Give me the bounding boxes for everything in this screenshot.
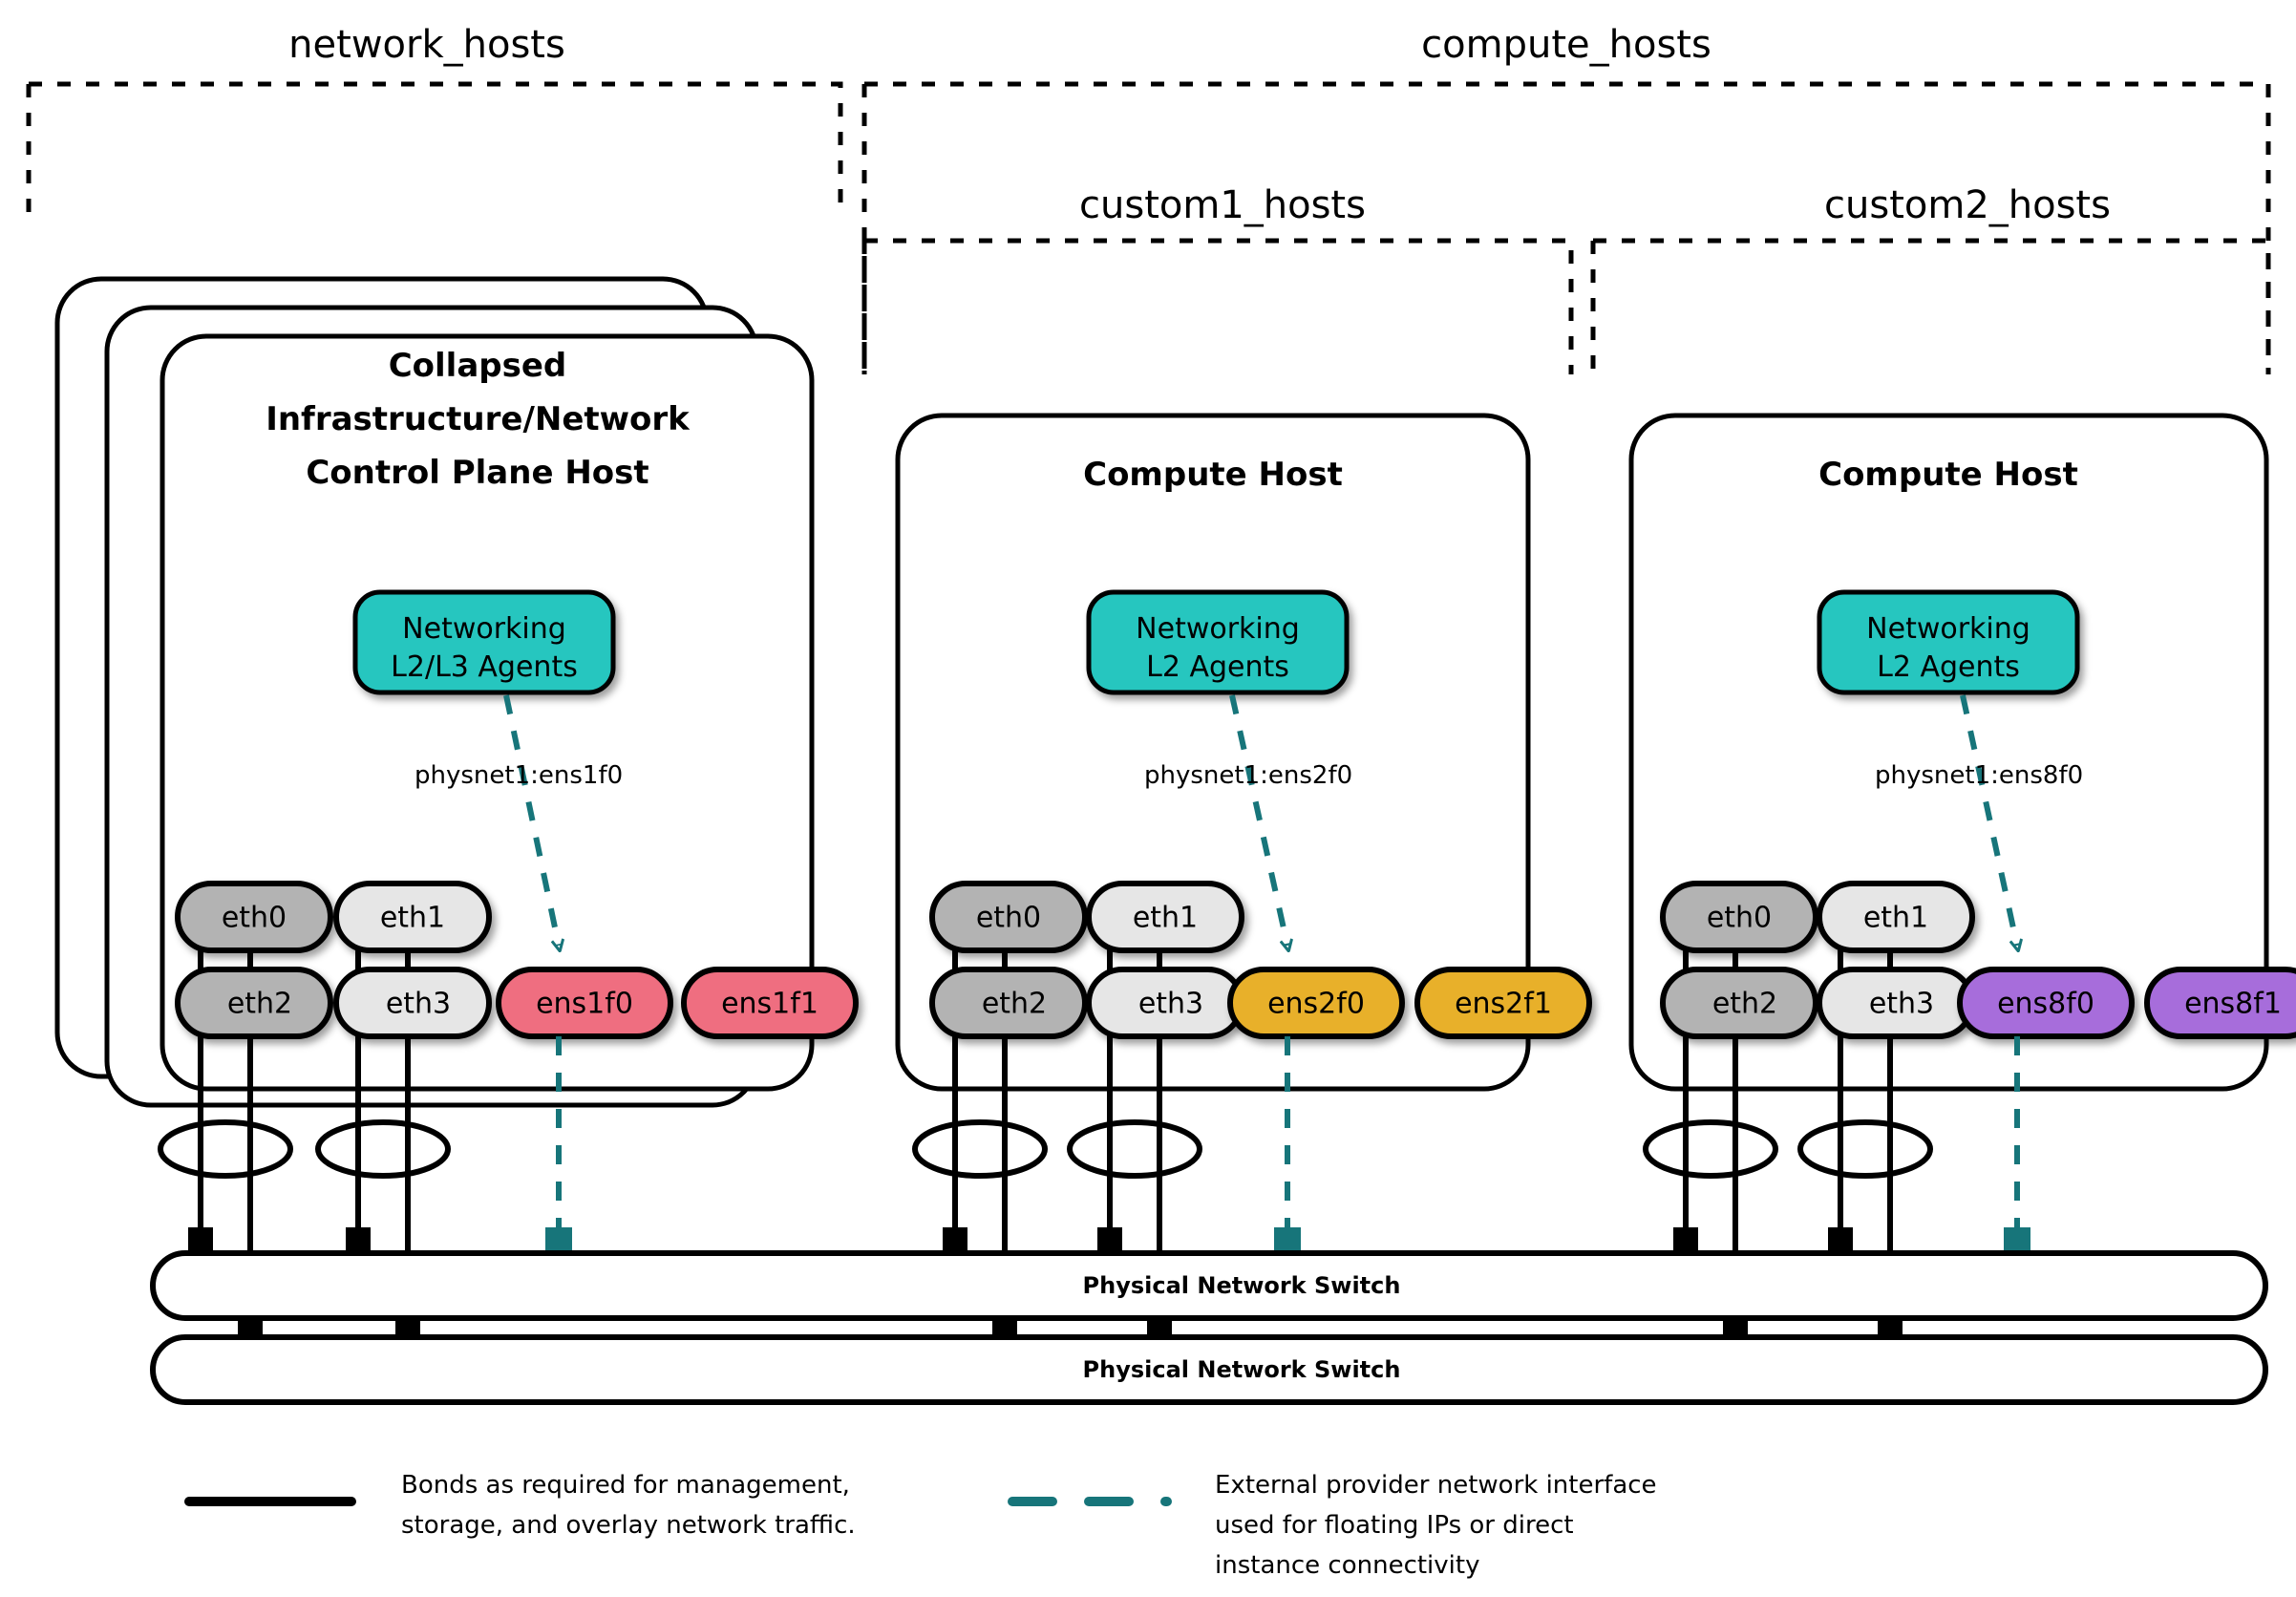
agents-label-line-2: L2 Agents: [1146, 650, 1289, 684]
legend-bond-line-2: storage, and overlay network traffic.: [401, 1511, 856, 1540]
custom1-hosts-label: custom1_hosts: [1079, 183, 1366, 227]
host-collapsed-control-plane: Collapsed Infrastructure/Network Control…: [54, 276, 859, 1343]
agents-label-line-1: Networking: [1866, 612, 2030, 646]
nic-ens2f0[interactable]: [1227, 967, 1405, 1039]
networking-agents-box: [1086, 589, 1350, 695]
nic-row-top: eth0 eth1: [929, 881, 1244, 953]
host-compute-host-1: Compute Host Networking L2 Agents physne…: [895, 413, 1592, 1343]
nic-ens2f1-label: ens2f1: [1455, 988, 1552, 1021]
custom2-hosts-label: custom2_hosts: [1824, 183, 2111, 227]
nic-ens1f0[interactable]: [496, 967, 673, 1039]
nic-eth0-label: eth0: [976, 902, 1041, 935]
nic-ens1f0-label: ens1f0: [536, 988, 633, 1021]
agents-label-line-2: L2/L3 Agents: [391, 650, 578, 684]
host-title-line-3: Control Plane Host: [306, 454, 648, 492]
switch-bottom: Physical Network Switch: [150, 1334, 2268, 1405]
provider-link-agent-to-nic: [1960, 694, 2017, 946]
custom1-hosts-boundary: [861, 238, 1574, 374]
nic-eth2[interactable]: [175, 967, 333, 1039]
legend-provider-line-1: External provider network interface: [1215, 1471, 1657, 1500]
nic-eth2-label: eth2: [982, 988, 1047, 1021]
group-network-hosts: network_hosts: [26, 23, 843, 218]
physnet-label: physnet1:ens1f0: [415, 761, 623, 790]
host-title-line-1: Compute Host: [1083, 456, 1343, 494]
host-title-line-1: Collapsed: [389, 347, 567, 385]
nic-eth2[interactable]: [929, 967, 1088, 1039]
nic-row-bottom: eth2 eth3 ens1f0 ens1f1: [175, 967, 859, 1039]
nic-eth0[interactable]: [1660, 881, 1818, 953]
compute-hosts-boundary: [861, 81, 2271, 374]
nic-eth1[interactable]: [1817, 881, 1975, 953]
custom2-hosts-boundary: [1590, 238, 2271, 374]
nic-ens8f0-label: ens8f0: [1997, 988, 2094, 1021]
legend-bond-line-1: Bonds as required for management,: [401, 1471, 850, 1500]
nic-row-bottom: eth2 eth3 ens2f0 ens2f1: [929, 967, 1592, 1039]
switch-top-bar: [150, 1250, 2268, 1321]
physnet-label: physnet1:ens8f0: [1875, 761, 2083, 790]
nic-eth2-label: eth2: [1712, 988, 1777, 1021]
nic-eth0[interactable]: [929, 881, 1088, 953]
legend-provider-line-2: used for floating IPs or direct: [1215, 1511, 1574, 1540]
nic-eth3-label: eth3: [1869, 988, 1934, 1021]
network-hosts-label: network_hosts: [288, 23, 565, 67]
bond-ellipse-2: [1067, 1119, 1202, 1179]
nic-eth3[interactable]: [333, 967, 492, 1039]
switch-top: Physical Network Switch: [150, 1250, 2268, 1321]
nic-eth0-label: eth0: [222, 902, 287, 935]
nic-eth1-label: eth1: [380, 902, 445, 935]
bond-ellipse-2: [315, 1119, 451, 1179]
nic-eth2-label: eth2: [227, 988, 292, 1021]
legend-item-bond: Bonds as required for management, storag…: [184, 1471, 856, 1540]
group-custom2-hosts: custom2_hosts: [1590, 183, 2271, 374]
host-title-line-1: Compute Host: [1818, 456, 2078, 494]
nic-ens8f0[interactable]: [1957, 967, 2135, 1039]
legend: Bonds as required for management, storag…: [184, 1471, 1657, 1580]
nic-eth1[interactable]: [333, 881, 492, 953]
provider-link-agent-to-nic: [503, 694, 559, 946]
nic-ens1f1-label: ens1f1: [721, 988, 818, 1021]
physnet-label: physnet1:ens2f0: [1144, 761, 1352, 790]
nic-ens2f0-label: ens2f0: [1267, 988, 1365, 1021]
agents-label-line-1: Networking: [402, 612, 566, 646]
nic-eth0[interactable]: [175, 881, 333, 953]
agents-label-line-2: L2 Agents: [1877, 650, 2020, 684]
nic-eth2[interactable]: [1660, 967, 1818, 1039]
bond-ellipse-1: [1643, 1119, 1778, 1179]
switch-bottom-label: Physical Network Switch: [1083, 1356, 1401, 1383]
nic-ens8f1-label: ens8f1: [2184, 988, 2282, 1021]
networking-agents-box: [352, 589, 616, 695]
nic-eth0-label: eth0: [1707, 902, 1772, 935]
networking-agents-box: [1817, 589, 2080, 695]
nic-ens2f1[interactable]: [1414, 967, 1592, 1039]
nic-ens8f1[interactable]: [2144, 967, 2296, 1039]
legend-provider-line-3: instance connectivity: [1215, 1551, 1479, 1580]
agents-label-line-1: Networking: [1136, 612, 1300, 646]
nic-eth3-label: eth3: [1138, 988, 1203, 1021]
group-custom1-hosts: custom1_hosts: [861, 183, 1574, 374]
bond-ellipse-1: [912, 1119, 1048, 1179]
nic-eth3-label: eth3: [386, 988, 451, 1021]
nic-ens1f1[interactable]: [681, 967, 859, 1039]
compute-hosts-label: compute_hosts: [1421, 23, 1711, 67]
bond-ellipse-2: [1797, 1119, 1933, 1179]
bond-ellipse-1: [158, 1119, 293, 1179]
provider-link-agent-to-nic: [1229, 694, 1287, 946]
group-compute-hosts: compute_hosts: [861, 23, 2271, 374]
nic-row-top: eth0 eth1: [175, 881, 492, 953]
switch-top-label: Physical Network Switch: [1083, 1272, 1401, 1299]
nic-eth1-label: eth1: [1133, 902, 1198, 935]
host-compute-host-2: Compute Host Networking L2 Agents physne…: [1628, 413, 2296, 1343]
nic-eth1[interactable]: [1086, 881, 1244, 953]
legend-item-provider: External provider network interface used…: [1008, 1471, 1657, 1580]
nic-row-top: eth0 eth1: [1660, 881, 1975, 953]
nic-row-bottom: eth2 eth3 ens8f0 ens8f1: [1660, 967, 2296, 1039]
switch-bottom-bar: [150, 1334, 2268, 1405]
network-hosts-boundary: [26, 81, 843, 218]
nic-eth1-label: eth1: [1863, 902, 1928, 935]
host-title-line-2: Infrastructure/Network: [266, 400, 691, 438]
